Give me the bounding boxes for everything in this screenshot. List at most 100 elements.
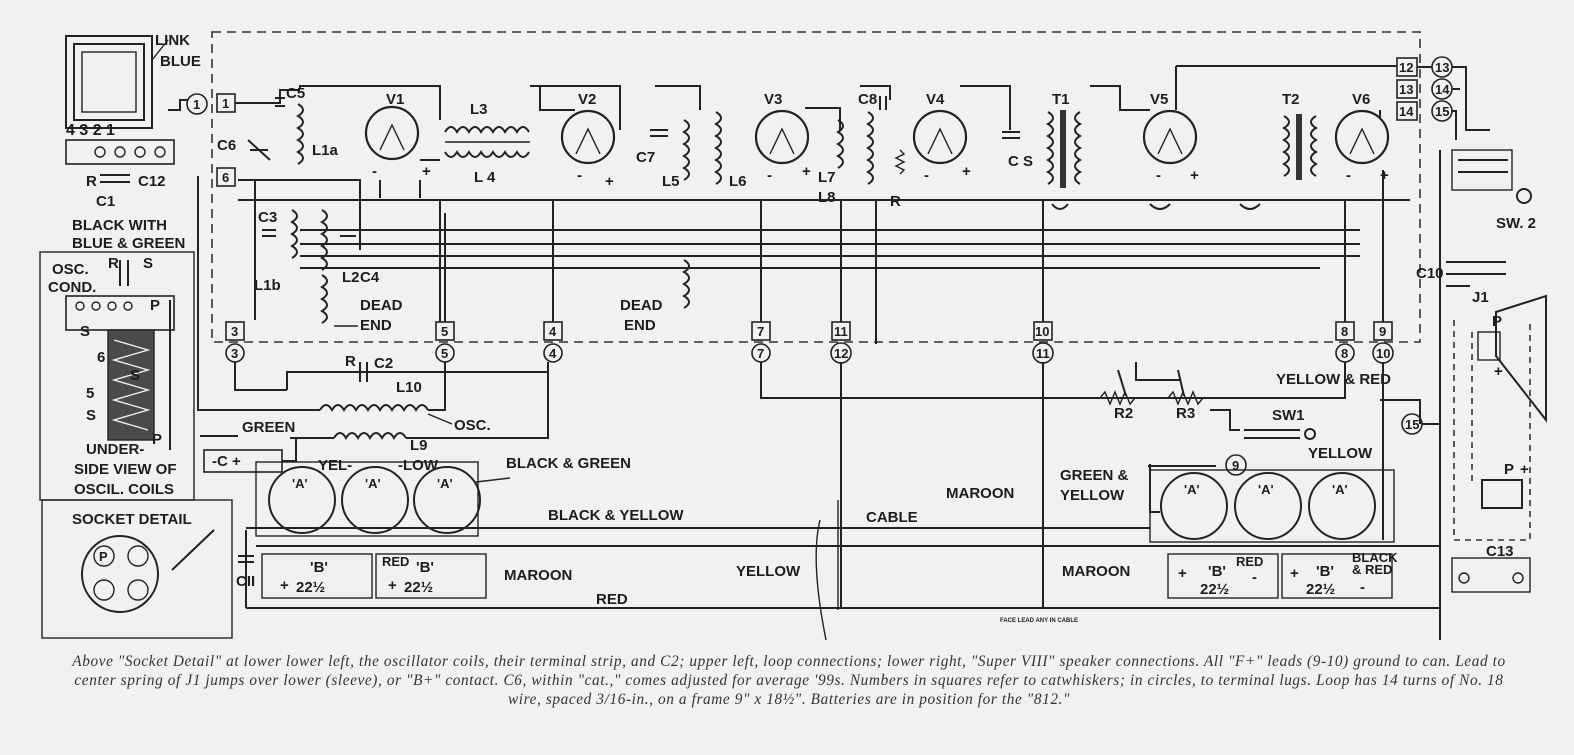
s-left-label: S [80, 323, 90, 340]
yellow-2-label: YELLOW [1308, 445, 1373, 462]
l9-label: L9 [410, 437, 428, 454]
svg-text:'A': 'A' [292, 476, 308, 491]
svg-text:'A': 'A' [1332, 482, 1348, 497]
sq-terminal-13: 13 [1399, 82, 1413, 97]
svg-text:RED: RED [382, 554, 409, 569]
low-label: -LOW [398, 457, 439, 474]
svg-text:+: + [802, 163, 811, 180]
c-terminal-11: 11 [1036, 346, 1050, 361]
r3-label: R3 [1176, 405, 1195, 422]
cond-label: COND. [48, 279, 96, 296]
c10-label: C10 [1416, 265, 1444, 282]
cs-label: C S [1008, 153, 1033, 170]
svg-text:+: + [1190, 167, 1199, 184]
maroon-1-label: MAROON [504, 567, 572, 584]
valve-v4: V4 [912, 91, 968, 165]
coil-l8 [866, 111, 874, 185]
svg-text:BLACK: BLACK [1352, 550, 1398, 565]
valve-v5: V5 [1142, 91, 1198, 165]
sq-terminal-11: 11 [834, 324, 848, 339]
shield-can-outline [211, 31, 1421, 343]
valve-v1: V1 [364, 91, 420, 161]
b-battery-4: BLACK & RED 'B' 22½ + - [1281, 550, 1398, 599]
small-note: FACE LEAD ANY IN CABLE [1000, 618, 1078, 624]
p-bot-label: P [152, 431, 162, 448]
socket-outline [81, 535, 159, 613]
loop-terminal-strip [65, 139, 175, 165]
black-yellow-label: BLACK & YELLOW [548, 507, 684, 524]
c-terminal-12: 12 [834, 346, 848, 361]
svg-text:22½: 22½ [1306, 581, 1335, 598]
c-terminal-9: 9 [1232, 458, 1239, 473]
c-terminal-10: 10 [1376, 346, 1390, 361]
r2-label: R2 [1114, 405, 1133, 422]
coil-l9 [333, 432, 407, 440]
socket-detail-label: SOCKET DETAIL [72, 511, 192, 528]
yellow-gy-label: YELLOW [1060, 487, 1125, 504]
socket-pin-p: P [99, 549, 108, 564]
black-green-label: BLACK & GREEN [506, 455, 631, 472]
s-osc-label: S [143, 255, 153, 272]
svg-text:RED: RED [1236, 554, 1263, 569]
c2-label: C2 [374, 355, 393, 372]
osc-terminal-5: 5 [86, 385, 94, 402]
transformer-t2: T2 [1282, 91, 1318, 180]
v5-label: V5 [1150, 91, 1168, 108]
oscil-coils-label: OSCIL. COILS [74, 481, 174, 498]
c6-label: C6 [217, 137, 236, 154]
c1-label: C1 [96, 193, 115, 210]
c-terminal-3: 3 [231, 346, 238, 361]
svg-text:'A': 'A' [1258, 482, 1274, 497]
v4-label: V4 [926, 91, 945, 108]
resistor-r2 [1099, 390, 1136, 406]
svg-text:22½: 22½ [296, 579, 325, 596]
coil-l2 [320, 209, 328, 271]
coil-l10 [319, 404, 429, 412]
c13-block [1451, 557, 1531, 593]
transformer-t1: T1 [1046, 91, 1082, 188]
svg-text:-: - [924, 167, 929, 184]
svg-text:'B': 'B' [1208, 563, 1226, 580]
svg-text:'A': 'A' [437, 476, 453, 491]
jack-j1: C10 J1 [1416, 261, 1506, 306]
l10-label: L10 [396, 379, 422, 396]
switch-sw1: SW1 [1244, 407, 1316, 440]
j1-label: J1 [1472, 289, 1489, 306]
cable-label: CABLE [866, 509, 918, 526]
svg-text:'B': 'B' [1316, 563, 1334, 580]
svg-text:-: - [372, 163, 377, 180]
l7-label: L7 [818, 169, 836, 186]
maroon-2-label: MAROON [946, 485, 1014, 502]
svg-text:'A': 'A' [365, 476, 381, 491]
r-c1-label: R [86, 173, 97, 190]
svg-text:-: - [1346, 167, 1351, 184]
end-1-label: END [360, 317, 392, 334]
svg-text:+: + [605, 173, 614, 190]
a-battery-right: 'A' 'A' 'A' [1149, 469, 1395, 543]
sq-terminal-14: 14 [1399, 104, 1414, 119]
svg-text:-: - [767, 167, 772, 184]
sq-terminal-8: 8 [1341, 324, 1348, 339]
coil-l3 [444, 126, 530, 134]
p-top-label: P [150, 297, 160, 314]
svg-text:+: + [422, 163, 431, 180]
dead-end-1-label: DEAD [360, 297, 403, 314]
speaker-plus2-label: + [1520, 461, 1529, 478]
valve-v3: V3 [754, 91, 810, 165]
sq-terminal-4: 4 [549, 324, 557, 339]
s-a-label: S [86, 407, 96, 424]
sq-terminal-1: 1 [222, 96, 229, 111]
square-terminals: 1 6 3 5 4 7 11 10 8 9 12 13 14 [216, 57, 1418, 341]
yel-label: YEL- [318, 457, 352, 474]
end-2-label: END [624, 317, 656, 334]
yellow-1-label: YELLOW [736, 563, 801, 580]
sq-terminal-9: 9 [1379, 324, 1386, 339]
resistor-r3 [1167, 390, 1204, 406]
loop-antenna [65, 35, 169, 129]
coil-l7 [836, 119, 844, 169]
c4-label: C4 [360, 269, 380, 286]
l4-label: L 4 [474, 169, 496, 186]
c3-label: C3 [258, 209, 277, 226]
sq-terminal-10: 10 [1035, 324, 1049, 339]
l6-label: L6 [729, 173, 747, 190]
